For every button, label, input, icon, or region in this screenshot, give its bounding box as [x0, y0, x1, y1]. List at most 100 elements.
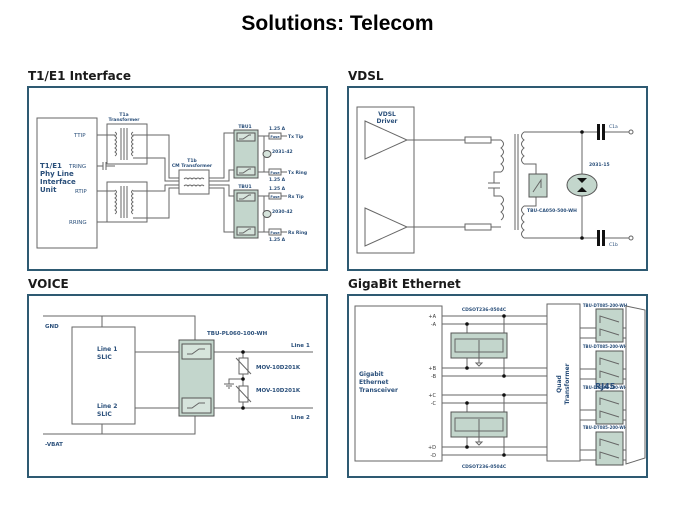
slic2-label-2: SLIC	[97, 411, 112, 418]
vdsl-diagram-panel: VDSL Driver TBU-CA050-500-WH 2031-15 C1a…	[347, 86, 648, 271]
junction-dot	[465, 445, 469, 449]
tbu1-bottom-label: TBU1	[238, 184, 251, 190]
t1a-label-1: T1a	[119, 112, 128, 118]
phy-unit-label-3: Interface	[40, 178, 76, 186]
pin-minus-b: -B	[431, 374, 437, 380]
tbu-ca050-component	[528, 173, 548, 198]
transceiver-label-1: Gigabit	[359, 371, 384, 378]
pin-tring: TRING	[68, 164, 86, 170]
capacitor-c1b-plate	[602, 230, 605, 246]
tbu-dt-3	[595, 390, 624, 425]
pin-minus-d: -D	[430, 453, 436, 459]
vdsl-gdt-label: 2031-15	[589, 162, 610, 168]
mov-top-label: MOV-10D201K	[256, 365, 301, 371]
pin-plus-b: +B	[428, 366, 436, 372]
voice-section-title: VOICE	[28, 277, 69, 291]
voice-tbu-label: TBU-PL060-100-WH	[207, 331, 268, 337]
junction-dot	[502, 453, 506, 457]
junction-dot	[502, 393, 506, 397]
quad-label-2: Transformer	[564, 363, 571, 404]
mov-bottom-label: MOV-10D201K	[256, 388, 301, 394]
vdsl-driver-box	[356, 106, 415, 254]
junction-dot	[465, 322, 469, 326]
vdsl-section-title: VDSL	[348, 69, 384, 83]
line2-label: Line 2	[291, 415, 310, 421]
tbu-dt-label-2: TBU-DT085-200-WH	[583, 344, 627, 349]
line1-label: Line 1	[291, 343, 310, 349]
tbu-dt-2	[595, 350, 624, 385]
rj45-text: RJ45	[595, 382, 616, 391]
cdsot-top-label: CDSOT236-0504C	[462, 307, 507, 313]
gdt-bottom-label: 2030-42	[272, 209, 293, 215]
slic2-label-1: Line 2	[97, 403, 117, 410]
tbu-switch-icon	[181, 343, 212, 360]
tbu-dt-1	[595, 308, 624, 343]
cap-c1a-label: C1a	[609, 124, 618, 130]
gigabit-section-title: GigaBit Ethernet	[348, 277, 461, 291]
pin-rring: RRING	[69, 220, 87, 226]
slic1-label-1: Line 1	[97, 346, 117, 353]
voice-schematic: GND -VBAT Line 1 SLIC Line 2 SLIC TBU-PL…	[43, 315, 313, 448]
junction-dot	[465, 401, 469, 405]
fuse-label: Fuse	[270, 231, 280, 235]
phy-unit-label-4: Unit	[40, 186, 57, 194]
pin-minus-a: -A	[431, 322, 437, 328]
diode-array-glyph	[454, 338, 504, 432]
fuse-label: Fuse	[270, 171, 280, 175]
output-tx-ring: Tx Ring	[288, 170, 307, 176]
driver-amp-bottom-icon	[364, 207, 409, 247]
junction-dot	[241, 406, 245, 410]
phy-line-interface-unit	[36, 117, 98, 249]
t1e1-schematic: T1/E1 Phy Line Interface Unit TTIP TRING…	[36, 112, 307, 249]
tbu-dt-label-4: TBU-DT085-200-WH	[583, 425, 627, 430]
fuse-rx-ring	[268, 228, 282, 236]
gigabit-diagram-panel: Gigabit Ethernet Transceiver +A -A +B -B…	[347, 294, 648, 478]
fuse-rating: 1.25 A	[269, 177, 286, 183]
vbat-label: -VBAT	[45, 442, 63, 448]
transceiver-label-2: Ethernet	[359, 379, 389, 386]
vdsl-schematic: VDSL Driver TBU-CA050-500-WH 2031-15 C1a…	[356, 106, 634, 254]
fuse-label: Fuse	[270, 195, 280, 199]
capacitor-c1a-icon	[597, 124, 600, 140]
t1a-label-2: Transformer	[109, 117, 141, 123]
gdt-2031-15	[566, 173, 598, 197]
pin-plus-c: +C	[428, 393, 436, 399]
output-rx-tip: Rx Tip	[288, 194, 305, 200]
pin-ttip: TTIP	[73, 133, 86, 139]
pin-plus-a: +A	[428, 314, 436, 320]
junction-dot	[580, 130, 584, 134]
gnd-label: GND	[45, 324, 59, 330]
t1b-label-1: T1b	[187, 158, 197, 164]
phy-unit-label-2: Phy Line	[40, 170, 74, 178]
transceiver-label-3: Transceiver	[359, 387, 398, 394]
t1e1-diagram-panel: T1/E1 Phy Line Interface Unit TTIP TRING…	[27, 86, 328, 271]
t1b-label-2: CM Transformer	[172, 163, 213, 169]
slic-box	[71, 326, 136, 425]
terminal-top-icon	[628, 129, 634, 135]
vdsl-tbu-label: TBU-CA050-500-WH	[527, 208, 577, 214]
capacitor-c1a-plate	[602, 124, 605, 140]
rj45-connector	[625, 305, 646, 465]
tbu-switch-icon	[532, 178, 542, 193]
fuse-tx-tip	[268, 132, 282, 140]
driver-amp-top-icon	[364, 120, 409, 160]
gdt-top-label: 2031-42	[272, 149, 293, 155]
pin-minus-c: -C	[431, 401, 437, 407]
tbu-dt-label-1: TBU-DT085-200-WH	[583, 303, 627, 308]
transceiver-box	[354, 305, 443, 462]
phy-unit-label-1: T1/E1	[40, 162, 62, 170]
terminal-bottom-icon	[628, 235, 634, 241]
vdsl-driver-label-2: Driver	[377, 118, 398, 125]
pin-plus-d: +D	[428, 445, 436, 451]
tbu-dt-4	[595, 431, 624, 466]
output-rx-ring: Rx Ring	[288, 230, 307, 236]
tbu-switch-glyph	[187, 348, 205, 409]
tbu-dt-label-3: TBU-DT085-200-WH	[583, 385, 627, 390]
quad-transformer-box	[546, 303, 581, 462]
ground-icon	[474, 340, 484, 446]
gdt-arrows-icon	[577, 178, 587, 192]
fuse-rating: 1.25 A	[269, 237, 286, 243]
cdsot-bottom-label: CDSOT236-0504C	[462, 464, 507, 470]
fuse-rating: 1.25 A	[269, 186, 286, 192]
fuse-tx-ring	[268, 168, 282, 176]
